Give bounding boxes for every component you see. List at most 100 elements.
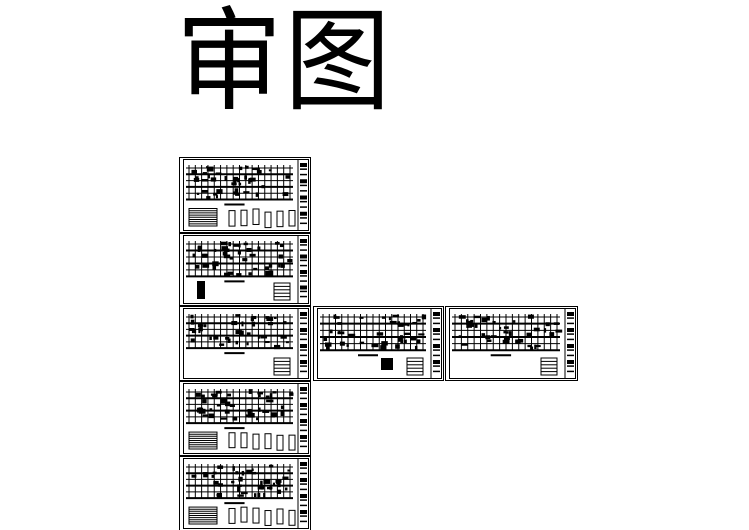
floor-plan — [186, 241, 293, 278]
structural-member — [273, 316, 277, 319]
structural-member — [274, 344, 281, 350]
floor-plan — [186, 389, 294, 425]
structural-member — [216, 404, 221, 407]
title-block-entry — [300, 285, 307, 290]
schedule-table — [188, 208, 218, 227]
title-block-entry — [433, 365, 440, 367]
structural-member — [486, 316, 490, 321]
structural-member — [395, 344, 400, 349]
structural-member — [210, 177, 217, 182]
structural-member — [527, 314, 534, 319]
sheet-5[interactable] — [179, 456, 311, 530]
legend-table — [273, 357, 291, 376]
title-block-entry — [300, 462, 307, 466]
structural-member — [242, 258, 248, 262]
structural-member — [224, 272, 231, 277]
structural-member — [215, 172, 222, 175]
sheet-2[interactable] — [179, 233, 311, 306]
title-block-entry — [300, 365, 307, 367]
structural-member — [549, 332, 555, 337]
structural-member — [244, 175, 248, 180]
structural-member — [191, 169, 197, 174]
structural-member — [508, 331, 512, 336]
sheet-1[interactable] — [179, 157, 311, 233]
structural-member — [225, 401, 231, 407]
structural-member — [414, 345, 418, 351]
structural-member — [533, 327, 540, 332]
title-block-entry — [300, 290, 307, 293]
title-block-entry — [433, 370, 440, 373]
title-block-entry — [567, 333, 574, 335]
structural-member — [222, 251, 228, 256]
structural-member — [202, 414, 208, 417]
structural-member — [220, 398, 228, 404]
structural-member — [397, 322, 404, 327]
title-block-entry — [567, 322, 574, 325]
structural-member — [262, 410, 270, 413]
structural-member — [236, 273, 242, 276]
structural-member — [228, 242, 232, 247]
structural-member — [213, 336, 219, 340]
structural-member — [263, 479, 271, 484]
structural-member — [231, 182, 237, 186]
title-block-entry — [300, 195, 307, 200]
section-detail — [240, 209, 248, 227]
structural-member — [264, 341, 270, 344]
title-block-entry — [433, 322, 440, 325]
structural-member — [212, 264, 217, 270]
structural-member — [235, 330, 242, 335]
structural-member — [213, 480, 219, 485]
structural-member — [260, 480, 263, 486]
structural-member — [210, 393, 218, 396]
sheet-6[interactable] — [313, 306, 444, 381]
structural-member — [465, 319, 469, 322]
structural-member — [417, 319, 421, 322]
section-detail — [288, 209, 296, 227]
title-block-entry — [300, 312, 307, 316]
structural-member — [282, 321, 287, 325]
structural-member — [470, 319, 474, 323]
title-block-entry — [300, 317, 307, 319]
sheet-4[interactable] — [179, 381, 311, 456]
structural-member — [272, 391, 277, 394]
title-block-entry — [300, 397, 307, 400]
structural-member — [251, 315, 257, 320]
title-block-entry — [567, 317, 574, 319]
structural-member — [245, 414, 251, 418]
title-block-entry — [300, 190, 307, 192]
structural-member — [261, 185, 265, 189]
structural-member — [238, 244, 241, 248]
structural-member — [337, 331, 345, 335]
sheet-inner-border — [183, 458, 309, 529]
structural-member — [247, 408, 252, 414]
structural-member — [555, 329, 563, 333]
title-block-entry — [300, 488, 307, 491]
structural-member — [231, 320, 238, 326]
structural-member — [235, 314, 241, 317]
title-block-entry — [300, 338, 307, 341]
structural-member — [229, 404, 235, 408]
structural-member — [255, 167, 260, 171]
structural-member — [227, 271, 234, 275]
title-block-entry — [300, 419, 307, 423]
sheet-3[interactable] — [179, 306, 311, 381]
structural-member — [256, 169, 262, 174]
structural-member — [251, 468, 254, 472]
structural-member — [268, 169, 272, 172]
structural-member — [246, 342, 249, 346]
structural-member — [233, 243, 241, 247]
structural-member — [527, 344, 532, 348]
title-block-entry — [300, 520, 307, 523]
sheet-7[interactable] — [445, 306, 578, 381]
title-block-entry — [300, 249, 307, 251]
structural-member — [263, 492, 266, 498]
structural-member — [403, 332, 411, 335]
structural-member — [258, 407, 261, 412]
schedule-table — [188, 431, 218, 450]
structural-member — [278, 334, 284, 337]
structural-member — [223, 248, 230, 252]
structural-member — [389, 320, 397, 325]
title-block-entry — [300, 211, 307, 216]
structural-member — [264, 266, 270, 270]
